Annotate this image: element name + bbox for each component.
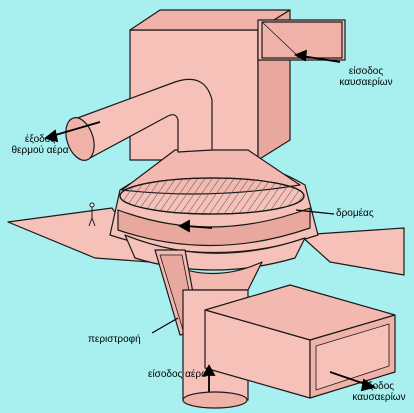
- hot-air-pipe-opening: [65, 117, 95, 161]
- label-flue-gas-inlet-line1: είσοδος: [348, 66, 384, 77]
- label-air-inlet: είσοδος αέρα: [148, 369, 207, 380]
- rotation-arrow: [178, 219, 213, 233]
- rotation-pointer: [151, 317, 179, 334]
- hot-air-pipe-body: [71, 78, 213, 159]
- label-flue-gas-outlet-line1: έξοδος: [363, 381, 395, 392]
- label-hot-air-outlet-line1: έξοδος: [24, 134, 56, 145]
- platform-right: [299, 227, 405, 276]
- person-figure: [88, 202, 96, 227]
- flue-outlet-arrow: [329, 371, 377, 392]
- label-flue-gas-outlet-line2: καυσαερίων: [352, 392, 406, 403]
- label-flue-gas-inlet-line2: καυσαερίων: [339, 77, 393, 88]
- flue-inlet-duct-opening: [261, 21, 343, 59]
- hot-air-outlet-arrow: [44, 121, 101, 143]
- label-rotation: περιστροφή: [88, 334, 141, 345]
- air-inlet-arrow: [202, 364, 216, 392]
- label-hot-air-outlet-line2: θερμού αέρα: [11, 145, 69, 156]
- flue-inlet-arrow: [293, 49, 341, 63]
- rotor-pointer: [295, 209, 335, 215]
- label-rotor: δρομέας: [336, 208, 374, 219]
- label-hot-air-outlet: έξοδος θερμού αέρα: [2, 134, 78, 156]
- label-flue-gas-inlet: είσοδος καυσαερίων: [330, 66, 402, 88]
- label-flue-gas-outlet: έξοδος καυσαερίων: [346, 381, 412, 403]
